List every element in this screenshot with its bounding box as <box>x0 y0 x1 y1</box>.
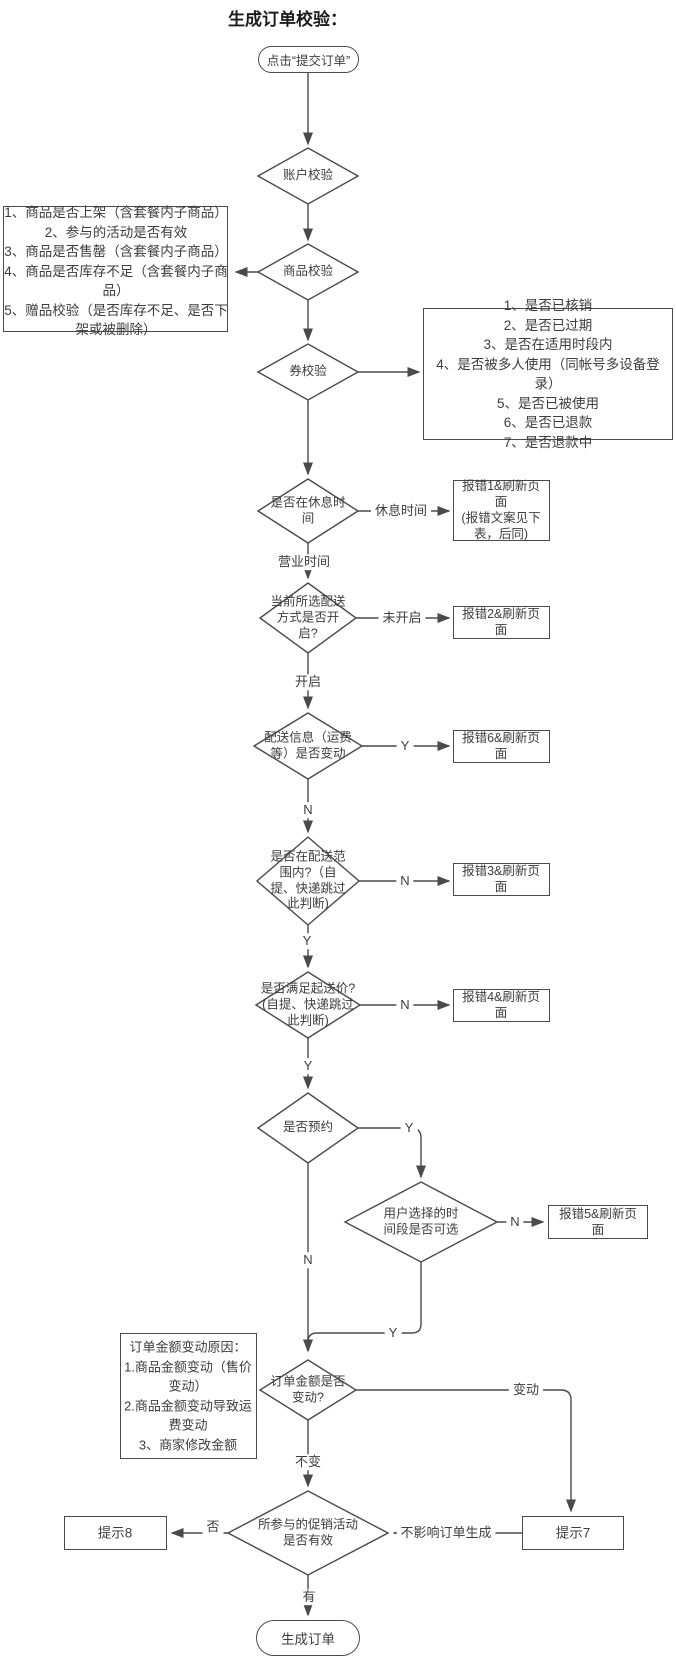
time-slot-check-label: 用户选择的时 间段是否可选 <box>383 1206 459 1236</box>
edge-label-open: 开启 <box>290 674 326 690</box>
start-node-label: 点击“提交订单” <box>266 54 351 68</box>
edge-label-range-no: N <box>396 873 414 889</box>
edge-label-price-no: N <box>396 997 414 1013</box>
diamond-product-check <box>256 243 360 301</box>
err2-label: 报错2&刷新页面 <box>462 607 540 637</box>
err6-label: 报错6&刷新页面 <box>462 731 540 761</box>
delivery-range-check-label: 是否在配送范 围内?（自 提、快递跳过 此判断) <box>270 849 346 911</box>
delivery-open-check-label: 当前所选配送 方式是否开 启? <box>270 594 346 640</box>
edge-label-rest-time: 休息时间 <box>370 503 432 519</box>
err6-box <box>453 730 550 763</box>
amount-change-reasons-box <box>120 1333 257 1459</box>
err5-label: 报错5&刷新页面 <box>559 1207 637 1237</box>
err2-box <box>453 606 550 639</box>
edge-label-range-yes: Y <box>298 933 316 949</box>
diamond-delivery-open-check <box>258 582 358 654</box>
edge-timeslot-merge-to-amount <box>307 1262 422 1343</box>
diamond-coupon-check <box>256 343 360 401</box>
edge-label-valid: 有 <box>298 1589 320 1605</box>
diamond-delivery-info-check <box>252 712 364 780</box>
account-check-label: 账户校验 <box>282 168 334 183</box>
product-check-notes-box <box>3 206 228 332</box>
edge-label-timeslot-no: N <box>506 1214 524 1230</box>
rest-time-check-label: 是否在休息时 间 <box>270 495 346 525</box>
diamond-delivery-range-check <box>255 836 361 926</box>
err3-box <box>453 863 550 896</box>
edge-label-not-open: 未开启 <box>378 610 426 626</box>
err5-box <box>548 1205 648 1239</box>
coupon-check-label: 券校验 <box>289 364 327 379</box>
amount-change-check-label: 订单金额是否 变动? <box>270 1374 346 1404</box>
edge-label-reservation-no: N <box>299 1252 317 1268</box>
diamond-rest-time-check <box>256 478 360 544</box>
err4-label: 报错4&刷新页面 <box>462 990 540 1020</box>
diamond-reservation-check <box>256 1092 360 1164</box>
err1-box <box>453 480 550 541</box>
product-check-notes: 1、商品是否上架（含套餐内子商品） 2、参与的活动是否有效 3、商品是否售罄（含… <box>4 204 228 337</box>
edge-label-info-yes: Y <box>396 738 414 754</box>
page-title: 生成订单校验： <box>228 10 347 29</box>
diamond-account-check <box>256 147 360 205</box>
diamond-min-price-check <box>254 971 362 1039</box>
edge-label-no-affect: 不影响订单生成 <box>396 1525 496 1541</box>
edge-label-info-no: N <box>299 802 317 818</box>
tip7-label: 提示7 <box>555 1525 591 1541</box>
edge-label-changed: 变动 <box>508 1382 544 1398</box>
tip8-label: 提示8 <box>97 1525 133 1541</box>
amount-change-reasons: 订单金额变动原因： 1.商品金额变动（售价变动） 2.商品金额变动导致运费变动 … <box>124 1339 252 1453</box>
min-price-check-label: 是否满足起送价? (自提、快递跳过 此判断) <box>260 981 356 1027</box>
diamond-time-slot-check <box>343 1181 499 1263</box>
coupon-check-notes: 1、是否已核销 2、是否已过期 3、是否在适用时段内 4、是否被多人使用（同帐号… <box>436 298 660 450</box>
end-node-label: 生成订单 <box>281 1632 335 1647</box>
edge-label-timeslot-yes: Y <box>384 1325 402 1341</box>
err3-label: 报错3&刷新页面 <box>462 864 540 894</box>
edge-amount-to-tip7 <box>356 1389 576 1513</box>
coupon-check-notes-box <box>423 308 673 440</box>
diamond-promo-valid-check <box>226 1490 390 1576</box>
reservation-check-label: 是否预约 <box>282 1120 334 1135</box>
edge-label-business-time: 营业时间 <box>273 554 335 570</box>
delivery-info-check-label: 配送信息（运费 等）是否变动 <box>264 730 352 760</box>
edge-label-invalid: 否 <box>202 1519 224 1535</box>
edge-label-unchanged: 不变 <box>290 1454 326 1470</box>
edge-label-price-yes: Y <box>299 1058 317 1074</box>
promo-valid-check-label: 所参与的促销活动 是否有效 <box>257 1517 359 1547</box>
product-check-label: 商品校验 <box>282 264 334 279</box>
edge-label-reservation-yes: Y <box>400 1120 418 1136</box>
err4-box <box>453 989 550 1022</box>
err1-label: 报错1&刷新页面 (报错文案见下表，后同) <box>461 479 541 541</box>
tip7-box <box>522 1516 624 1550</box>
end-node: 生成订单 <box>256 1620 360 1656</box>
tip8-box <box>64 1516 167 1550</box>
start-node: 点击“提交订单” <box>258 46 359 73</box>
diamond-amount-change-check <box>258 1359 358 1421</box>
